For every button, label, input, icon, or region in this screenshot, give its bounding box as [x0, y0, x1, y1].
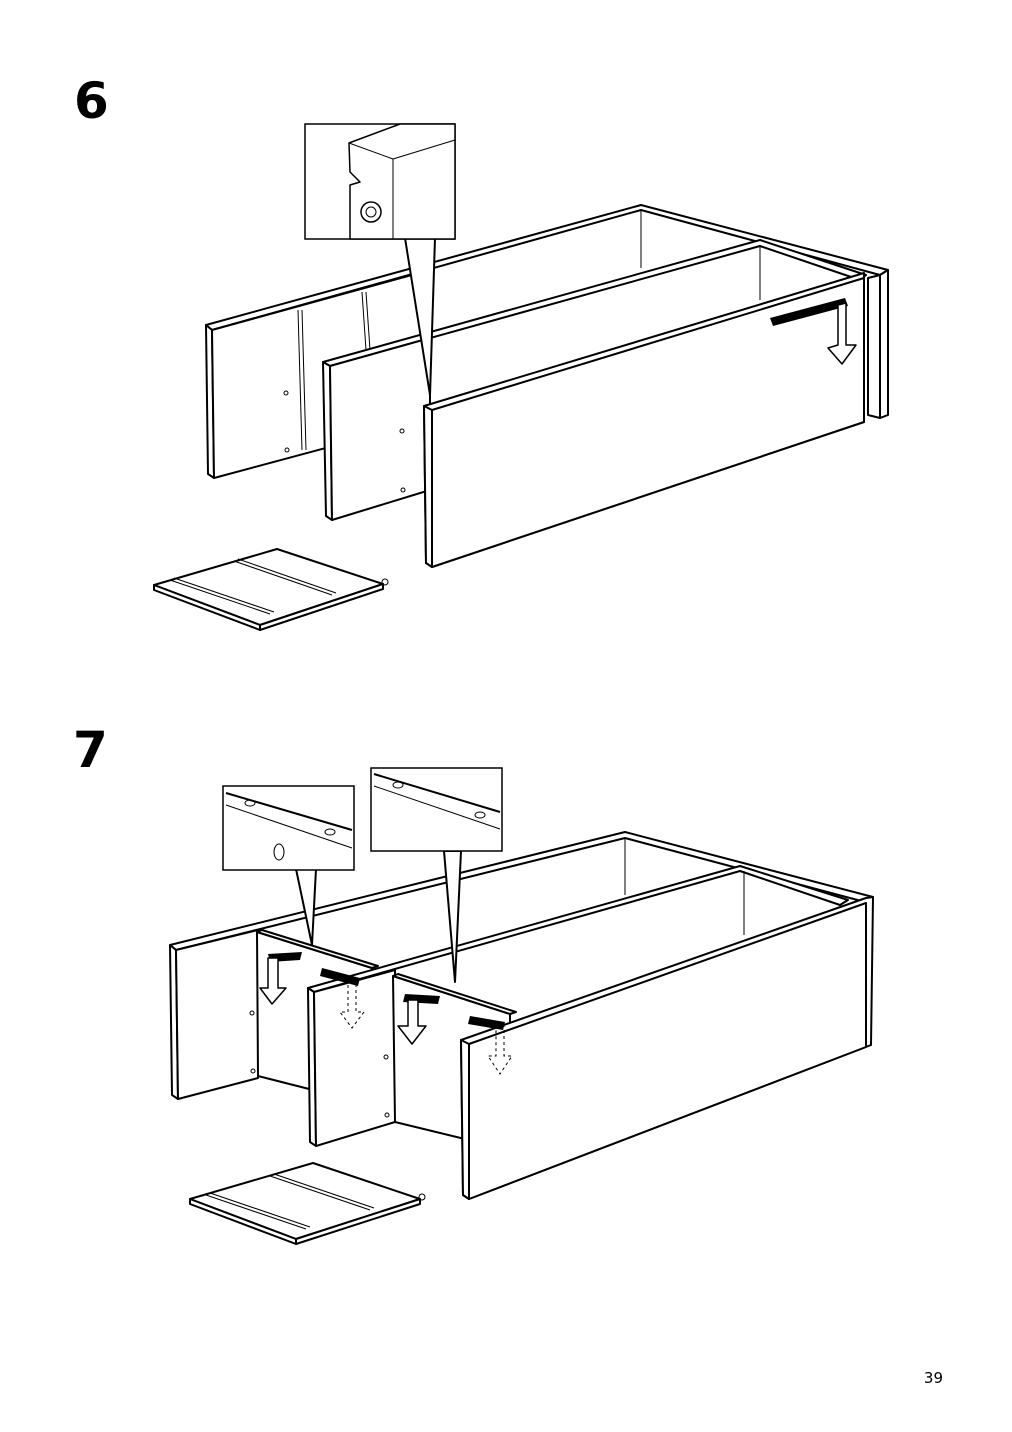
middle-panel — [322, 239, 867, 521]
down-arrow-icon — [259, 952, 302, 1005]
down-arrow-icon — [770, 298, 857, 365]
back-panel — [169, 831, 874, 1100]
front-panel — [460, 896, 874, 1200]
front-panel — [423, 272, 865, 568]
down-arrow-icon — [468, 1016, 513, 1075]
step-7-number: 7 — [73, 721, 108, 779]
down-arrow-icon — [320, 968, 365, 1029]
detail-callout — [304, 123, 456, 396]
page-number: 39 — [923, 1369, 943, 1387]
shelf-board — [189, 1162, 426, 1245]
step-7-illustration — [169, 767, 874, 1245]
step-6-number: 6 — [74, 72, 109, 130]
step-6-illustration — [153, 123, 889, 631]
down-arrow-icon — [397, 994, 440, 1045]
shelf-board — [153, 548, 389, 631]
detail-callout-right — [370, 767, 503, 983]
drawer-rails — [283, 291, 371, 453]
detail-callout-left — [222, 785, 355, 946]
